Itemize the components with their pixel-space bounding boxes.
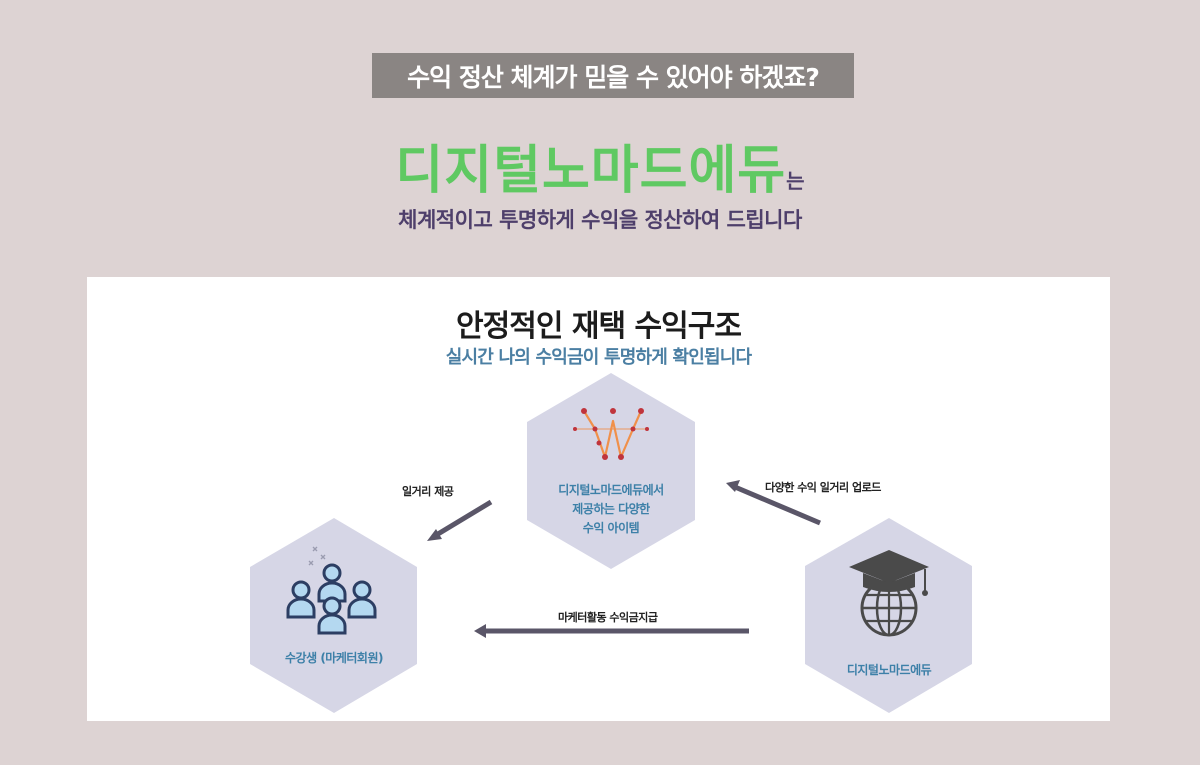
hex-right-label: 디지털노마드에듀 bbox=[846, 663, 932, 677]
hex-top-label-line-3: 수익 아이템 bbox=[582, 521, 640, 535]
hex-top bbox=[527, 373, 695, 569]
hex-left-label: 수강생 (마케터회원) bbox=[285, 651, 383, 665]
hex-top-label-line-1: 디지털노마드에듀에서 bbox=[558, 483, 664, 497]
brand-suffix: 는 bbox=[786, 169, 805, 193]
arrow-top-to-left bbox=[431, 499, 493, 540]
panel-subtitle: 실시간 나의 수익금이 투명하게 확인됩니다 bbox=[445, 347, 752, 368]
graduation-globe-icon bbox=[849, 550, 929, 637]
hex-top-label: 디지털노마드에듀에서 제공하는 다양한 수익 아이템 bbox=[541, 481, 681, 538]
flow-label-top-to-left: 일거리 제공 bbox=[402, 485, 454, 498]
brand-name: 디지털노마드에듀 bbox=[395, 141, 787, 201]
top-badge: 수익 정산 체계가 믿을 수 있어야 하겠죠? bbox=[372, 53, 854, 98]
arrowhead-top-to-left bbox=[427, 529, 442, 541]
arrow-right-to-top bbox=[734, 484, 821, 526]
panel-title: 안정적인 재택 수익구조 bbox=[456, 309, 742, 344]
headline: 디지털노마드에듀는 bbox=[0, 128, 1200, 203]
arrowhead-right-to-top bbox=[726, 480, 740, 492]
flow-label-right-to-top: 다양한 수익 일거리 업로드 bbox=[765, 481, 881, 494]
revenue-flow-diagram bbox=[250, 373, 972, 713]
hex-top-label-line-2: 제공하는 다양한 bbox=[572, 502, 650, 516]
flow-label-right-to-left: 마케터활동 수익금지급 bbox=[558, 611, 658, 624]
headline-subtitle: 체계적이고 투명하게 수익을 정산하여 드립니다 bbox=[398, 208, 802, 232]
revenue-structure-panel: 안정적인 재택 수익구조 실시간 나의 수익금이 투명하게 확인됩니다 bbox=[87, 277, 1110, 721]
stars-w-logo-icon bbox=[573, 408, 649, 460]
people-group-icon bbox=[286, 546, 377, 635]
arrowhead-right-to-left bbox=[474, 624, 486, 638]
